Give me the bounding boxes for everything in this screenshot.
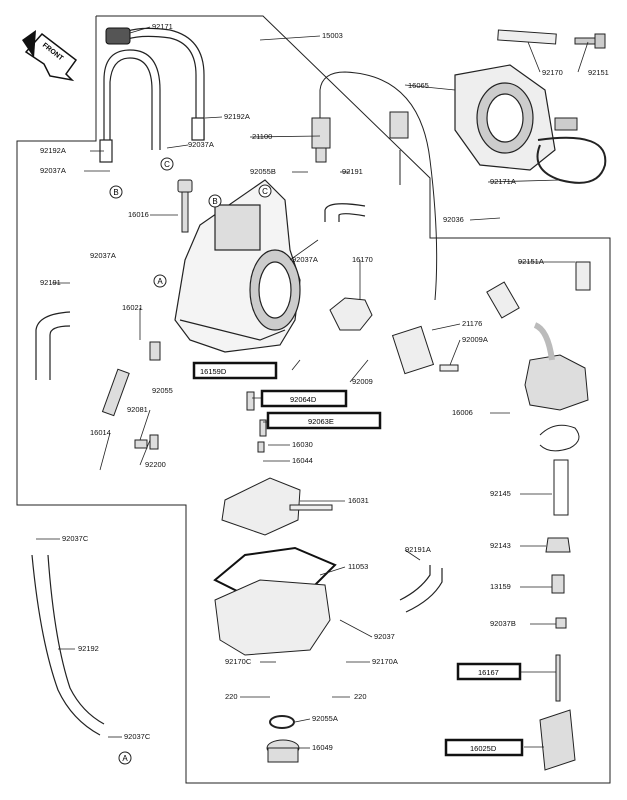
part-label: 92145 — [490, 489, 511, 498]
part-label: 92055B — [250, 167, 276, 176]
leader-lines — [36, 26, 589, 749]
part-label: 92081 — [127, 405, 148, 414]
carburetor-body — [174, 179, 301, 353]
part-label: 16014 — [90, 428, 111, 437]
part-label: 92036 — [443, 215, 464, 224]
part-label: 11053 — [348, 562, 368, 571]
svg-text:16167: 16167 — [478, 668, 499, 677]
part-label: 92055A — [312, 714, 338, 723]
part-label: 92009 — [352, 377, 373, 386]
clamp-screw — [574, 33, 606, 49]
part-label: 16021 — [122, 303, 143, 312]
part-label: 92170 — [542, 68, 563, 77]
part-label: 15003 — [322, 31, 343, 40]
part-label: 220 — [225, 692, 238, 701]
float-bowl — [214, 579, 331, 656]
part-label: 16170 — [352, 255, 373, 264]
intake-clamp — [536, 117, 607, 184]
boxed-part-label-92064d: 92064D — [260, 389, 348, 408]
callout-circle-b-left: B — [109, 185, 123, 199]
svg-text:92064D: 92064D — [290, 395, 317, 404]
callout-circle-c-body: C — [258, 184, 272, 198]
part-label: 92037 — [374, 632, 395, 641]
part-label: 21100 — [252, 132, 272, 141]
part-label: 92191 — [342, 167, 363, 176]
svg-text:B: B — [113, 188, 118, 197]
part-label: 92037A — [90, 251, 116, 260]
hose-clip — [105, 27, 131, 45]
throttle-pulley — [329, 297, 459, 375]
boxed-part-label-92063e: 92063E — [266, 411, 382, 430]
part-label: 92037A — [40, 166, 66, 175]
boxed-part-label-16159d: 16159D — [192, 361, 278, 380]
part-label: 16044 — [292, 456, 313, 465]
part-label: 92151A — [518, 257, 544, 266]
svg-text:C: C — [262, 187, 268, 196]
callout-circle-b-body: B — [208, 194, 222, 208]
part-label: 92200 — [145, 460, 166, 469]
throttle-cable — [319, 71, 438, 301]
part-label: 92191A — [405, 545, 431, 554]
part-label: 13159 — [490, 582, 511, 591]
part-label: 92192A — [224, 112, 250, 121]
part-label: 92171 — [152, 22, 173, 31]
part-label: 92151 — [588, 68, 609, 77]
part-label: 92192A — [40, 146, 66, 155]
svg-text:92063E: 92063E — [308, 417, 334, 426]
boxed-part-label-16167: 16167 — [456, 662, 522, 681]
part-label: 92037A — [188, 140, 214, 149]
part-label: 220 — [354, 692, 367, 701]
part-label: 92055 — [152, 386, 173, 395]
part-label: 92009A — [462, 335, 488, 344]
intake-holder — [454, 64, 556, 171]
svg-text:16159D: 16159D — [200, 367, 227, 376]
clamp-band — [497, 29, 557, 45]
part-label: 92037A — [292, 255, 318, 264]
vent-hose — [31, 554, 105, 736]
fuel-hose-pair — [99, 27, 205, 163]
part-label: 92192 — [78, 644, 99, 653]
front-arrow-icon: FRONT — [22, 30, 78, 82]
throttle-sensor — [311, 111, 409, 163]
svg-text:A: A — [122, 754, 128, 763]
jet-parts — [101, 341, 267, 453]
part-label: 16031 — [348, 496, 369, 505]
part-label: 16049 — [312, 743, 333, 752]
float-assembly — [221, 477, 333, 536]
top-cap-gasket — [539, 424, 580, 452]
top-cap-assembly — [486, 261, 591, 411]
callout-circle-a-body: A — [153, 274, 167, 288]
svg-text:C: C — [164, 160, 170, 169]
svg-text:16025D: 16025D — [470, 744, 497, 753]
part-label: 92037C — [124, 732, 151, 741]
boxed-part-label-16025d: 16025D — [444, 738, 524, 757]
part-label: 92170C — [225, 657, 252, 666]
part-label: 92191 — [40, 278, 61, 287]
part-labels: 92171 15003 16065 92170 92151 92192A 211… — [40, 22, 609, 752]
callout-circle-c-top: C — [160, 157, 174, 171]
jet-needle-assembly — [177, 179, 193, 233]
part-label: 16006 — [452, 408, 473, 417]
svg-text:B: B — [212, 197, 217, 206]
part-label: 21176 — [462, 319, 482, 328]
part-label: 16030 — [292, 440, 313, 449]
part-label: 92037C — [62, 534, 89, 543]
part-label: 92143 — [490, 541, 511, 550]
diagram-frame — [16, 15, 611, 784]
svg-text:A: A — [157, 277, 163, 286]
callout-circle-a-bottom: A — [118, 751, 132, 765]
part-label: 16016 — [128, 210, 149, 219]
part-label: 92170A — [372, 657, 398, 666]
part-label: 92171A — [490, 177, 516, 186]
drain-plug — [266, 715, 300, 763]
part-label: 16065 — [408, 81, 429, 90]
right-column-parts — [539, 459, 576, 771]
part-label: 92037B — [490, 619, 516, 628]
vent-hose-short — [35, 203, 443, 613]
